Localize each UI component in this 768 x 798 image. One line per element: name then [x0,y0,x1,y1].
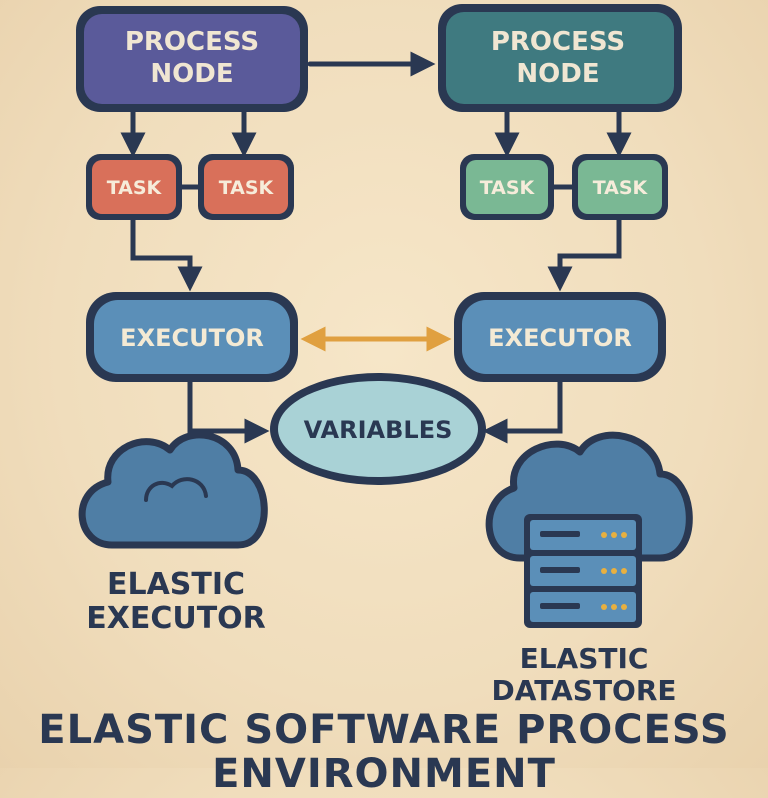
process-node-right-line1: PROCESS [491,27,625,57]
task-left-1: TASK [86,154,182,220]
process-node-right-line2: NODE [516,59,599,89]
cloud-left-label-line2: EXECUTOR [86,601,266,636]
variables-node: VARIABLES [270,373,486,485]
cloud-right-label-line1: ELASTIC [520,642,649,675]
connectors [120,51,632,444]
cloud-right-label-line2: DATASTORE [491,674,676,707]
task-right-1-label: TASK [480,177,536,199]
arrow-executor-left-to-variables [187,375,270,444]
task-left-1-label: TASK [107,177,163,199]
process-node-left: PROCESS NODE [76,6,308,112]
process-node-left-line2: NODE [150,59,233,89]
executor-right: EXECUTOR [454,292,666,382]
cloud-icon [78,431,268,549]
diagram-title: ELASTIC SOFTWARE PROCESS [38,707,730,753]
arrow-task-to-executor-right [547,217,622,292]
task-left-2-label: TASK [219,177,275,199]
process-node-left-line1: PROCESS [125,27,259,57]
task-right-2-label: TASK [593,177,649,199]
executor-left-label: EXECUTOR [120,324,264,352]
arrow-task-to-executor-left [130,217,203,292]
task-right-2: TASK [572,154,668,220]
task-right-1: TASK [460,154,554,220]
executor-left: EXECUTOR [86,292,298,382]
process-diagram: PROCESS NODE PROCESS NODE TASK TASK TASK… [76,4,693,707]
arrow-executor-right-to-variables [482,375,563,444]
variables-label: VARIABLES [304,416,453,444]
task-left-2: TASK [198,154,294,220]
diagram-title-line2: ENVIRONMENT [212,751,556,797]
server-rack-icon [524,514,642,628]
executor-right-label: EXECUTOR [488,324,632,352]
process-node-right: PROCESS NODE [438,4,682,112]
cloud-left-label-line1: ELASTIC [107,567,245,602]
